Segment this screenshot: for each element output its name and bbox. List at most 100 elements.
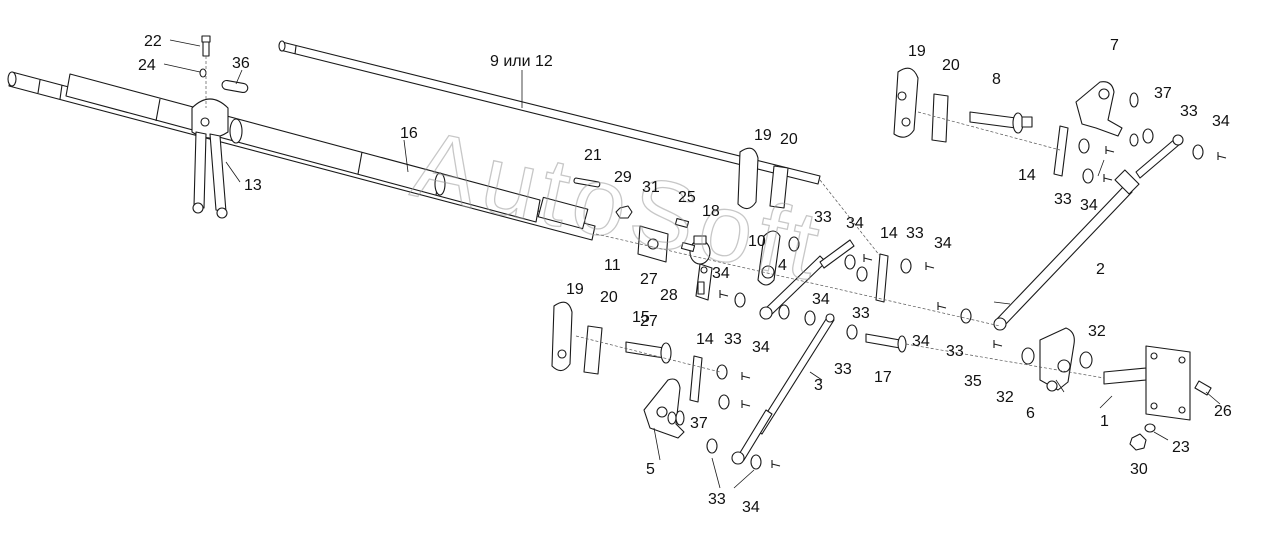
callout-33-c: 33	[814, 209, 832, 226]
key-36	[221, 79, 249, 94]
lever-13	[191, 98, 229, 219]
washer-24	[199, 68, 207, 78]
callout-33-i: 33	[708, 491, 726, 508]
callout-32-right: 32	[1088, 323, 1106, 340]
callout-25: 25	[678, 189, 696, 206]
callout-26: 26	[1214, 403, 1232, 420]
callout-33-h: 33	[724, 331, 742, 348]
washer-23	[1144, 423, 1156, 433]
bracket-5	[643, 378, 685, 439]
pin-21	[573, 177, 601, 188]
pin-17	[865, 333, 907, 353]
leader-lines	[163, 39, 1221, 489]
callout-33-b: 33	[1054, 191, 1072, 208]
washer-32	[1021, 347, 1093, 369]
callout-34-h: 34	[752, 339, 770, 356]
plate-1	[1103, 345, 1191, 421]
callout-14-mid: 14	[880, 225, 898, 242]
callout-34-g: 34	[912, 333, 930, 350]
callout-20-mid: 20	[780, 131, 798, 148]
callout-33-f: 33	[834, 361, 852, 378]
callout-6: 6	[1026, 405, 1035, 422]
ring-37	[675, 92, 1139, 426]
shaft-9-or-12	[278, 40, 821, 185]
callout-10: 10	[748, 233, 766, 250]
plate-20-low	[583, 325, 603, 375]
callout-34-b: 34	[1080, 197, 1098, 214]
callout-13: 13	[244, 177, 262, 194]
callout-17: 17	[874, 369, 892, 386]
callout-35: 35	[964, 373, 982, 390]
callout-28: 28	[660, 287, 678, 304]
bracket-7	[1075, 81, 1123, 137]
cotter-pin-35	[993, 340, 1003, 348]
callout-33-g: 33	[946, 343, 964, 360]
rod-4	[759, 239, 855, 320]
callout-32-left: 32	[996, 389, 1014, 406]
callout-30: 30	[1130, 461, 1148, 478]
plate-19-mid	[737, 147, 759, 210]
plate-19-top	[893, 67, 919, 138]
callout-14-top: 14	[1018, 167, 1036, 184]
pin-27-28	[680, 241, 708, 295]
callout-33-a: 33	[1180, 103, 1198, 120]
callout-33-e: 33	[852, 305, 870, 322]
rod-3	[731, 313, 835, 465]
callout-18: 18	[702, 203, 720, 220]
plate-19-low	[551, 301, 573, 372]
lever-10	[757, 230, 781, 286]
callout-24: 24	[138, 57, 156, 74]
nut-29	[615, 205, 633, 219]
callouts: 1 2 3 4 5 6 7 8 9 или 12 10 11 13 14 14 …	[138, 33, 1232, 516]
callout-37-low: 37	[690, 415, 708, 432]
pin-8	[969, 111, 1033, 134]
shaft-16	[7, 71, 596, 241]
lever-14-top	[1053, 125, 1069, 177]
callout-31: 31	[642, 179, 660, 196]
callout-29: 29	[614, 169, 632, 186]
callout-1: 1	[1100, 413, 1109, 430]
callout-3: 3	[814, 377, 823, 394]
callout-20-low: 20	[600, 289, 618, 306]
callout-37-top: 37	[1154, 85, 1172, 102]
callout-19-low: 19	[566, 281, 584, 298]
callout-7: 7	[1110, 37, 1119, 54]
callout-8: 8	[992, 71, 1001, 88]
nut-30	[1129, 433, 1147, 451]
callout-34-i: 34	[742, 499, 760, 516]
callout-27-a: 27	[640, 271, 658, 288]
callout-22: 22	[144, 33, 162, 50]
callout-34-e: 34	[712, 265, 730, 282]
callout-14-low: 14	[696, 331, 714, 348]
callout-16: 16	[400, 125, 418, 142]
callout-23: 23	[1172, 439, 1190, 456]
callout-11: 11	[604, 257, 621, 274]
callout-2: 2	[1096, 261, 1105, 278]
callout-33-d: 33	[906, 225, 924, 242]
callout-27-b: 27	[640, 313, 658, 330]
bolt-22	[201, 35, 211, 57]
pin-15	[625, 341, 672, 364]
callout-36: 36	[232, 55, 250, 72]
plate-20-mid	[769, 165, 789, 209]
bracket-6	[1039, 327, 1075, 392]
callout-15: 15	[632, 309, 650, 326]
rod-2	[993, 134, 1184, 331]
callout-19-mid: 19	[754, 127, 772, 144]
callout-19-top: 19	[908, 43, 926, 60]
callout-34-f: 34	[812, 291, 830, 308]
bolt-25	[674, 217, 690, 229]
callout-34-c: 34	[846, 215, 864, 232]
bolt-26	[1194, 380, 1212, 396]
callout-34-d: 34	[934, 235, 952, 252]
cotter-pin-34	[719, 146, 1227, 468]
callout-21: 21	[584, 147, 602, 164]
callout-9-or-12: 9 или 12	[490, 53, 553, 70]
callout-5: 5	[646, 461, 655, 478]
lever-14-low	[689, 355, 703, 403]
callout-34-a: 34	[1212, 113, 1230, 130]
callout-20-top: 20	[942, 57, 960, 74]
callout-4: 4	[778, 257, 787, 274]
lever-14-mid	[875, 253, 889, 303]
